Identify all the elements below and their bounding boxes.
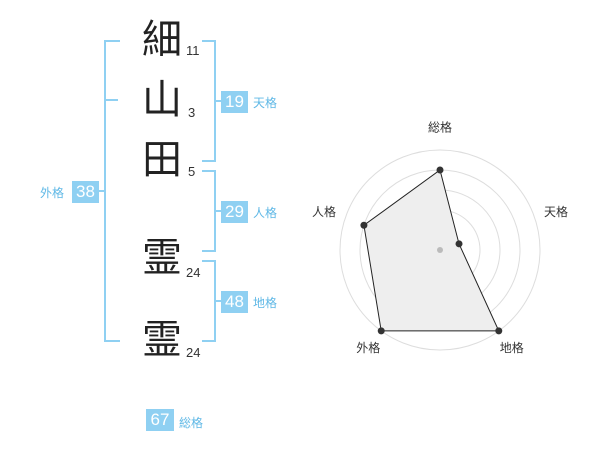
soukaku-badge: 67 <box>146 409 174 431</box>
name-char-3: 田 <box>142 137 182 183</box>
bracket-tick <box>214 100 222 102</box>
radar-point <box>377 327 385 335</box>
radar-point <box>360 221 368 229</box>
radar-axis-label: 人格 <box>312 204 336 219</box>
radar-point <box>455 240 463 248</box>
radar-area <box>363 169 500 332</box>
stroke-count-5: 24 <box>186 345 201 360</box>
radar-axis-label: 地格 <box>500 340 524 355</box>
gaikaku-label: 外格 <box>40 186 65 200</box>
bracket-tick <box>214 300 222 302</box>
tenkaku-badge: 19 <box>221 91 248 113</box>
radar-axis-label: 総格 <box>428 120 452 135</box>
gaikaku-bracket <box>104 40 120 342</box>
stroke-count-2: 3 <box>188 105 196 120</box>
soukaku-label: 総格 <box>179 416 204 430</box>
jinkaku-badge: 29 <box>221 201 248 223</box>
chikaku-badge: 48 <box>221 291 248 313</box>
chikaku-label: 地格 <box>253 296 278 310</box>
stroke-count-4: 24 <box>186 265 201 280</box>
name-char-2: 山 <box>142 77 182 123</box>
name-char-4: 霊 <box>142 235 182 281</box>
gaikaku-badge: 38 <box>72 181 99 203</box>
jinkaku-label: 人格 <box>253 206 278 220</box>
radar-point <box>495 327 503 335</box>
bracket-tick <box>98 190 106 192</box>
name-char-5: 霊 <box>142 317 182 363</box>
name-char-1: 細 <box>142 17 182 63</box>
tenkaku-label: 天格 <box>253 96 278 110</box>
radar-axis-label: 外格 <box>356 340 380 355</box>
radar-point <box>436 166 444 174</box>
radar-ring <box>339 149 541 351</box>
radar-center-dot <box>437 247 443 253</box>
stroke-count-1: 11 <box>186 43 200 58</box>
stroke-count-3: 5 <box>188 164 196 179</box>
bracket-tick <box>214 210 222 212</box>
bracket-tick <box>104 99 118 101</box>
radar-axis-label: 天格 <box>544 204 568 219</box>
